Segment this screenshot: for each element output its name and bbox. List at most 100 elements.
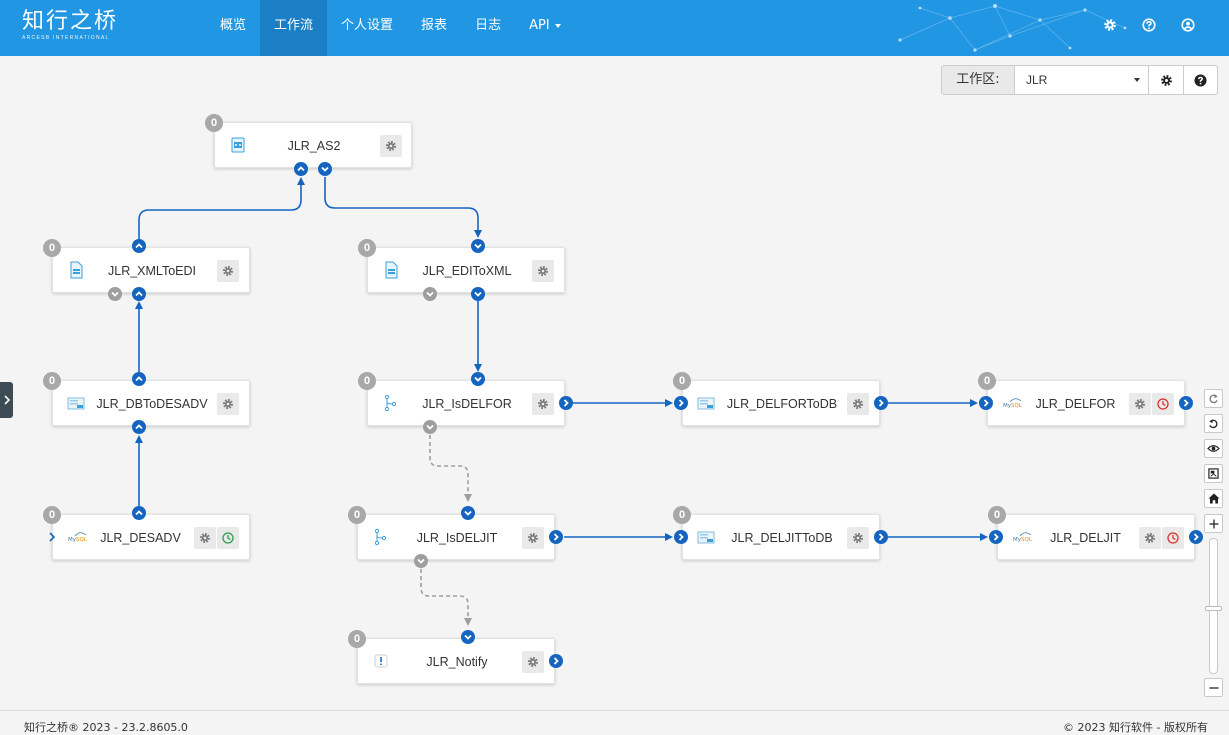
port-up-xmltoedi-out[interactable] xyxy=(132,287,146,301)
expand-panel-button[interactable] xyxy=(0,382,13,418)
preview-button[interactable] xyxy=(1204,439,1223,458)
port-right-deljit-out[interactable] xyxy=(1189,530,1203,544)
workflow-node-delfor[interactable]: My SQL JLR_DELFOR xyxy=(987,380,1185,426)
port-right-isdelfor-out[interactable] xyxy=(559,396,573,410)
node-settings-button[interactable] xyxy=(522,651,544,673)
nav-profile-settings[interactable]: 个人设置 xyxy=(341,18,394,33)
port-down-as2[interactable] xyxy=(318,162,332,176)
nav-overview[interactable]: 概览 xyxy=(220,18,247,33)
nav-reports[interactable]: 报表 xyxy=(421,18,448,33)
workflow-node-desadv[interactable]: My SQL JLR_DESADV xyxy=(52,514,250,560)
gear-icon xyxy=(223,266,233,276)
undo-button[interactable] xyxy=(1204,414,1223,433)
port-right-delfortodb-in[interactable] xyxy=(674,396,688,410)
workflow-node-isdelfor[interactable]: JLR_IsDELFOR xyxy=(367,380,565,426)
zoom-out-button[interactable] xyxy=(1204,678,1223,697)
port-right-deljittodb-in[interactable] xyxy=(674,530,688,544)
gear-icon xyxy=(200,533,210,543)
node-settings-button[interactable] xyxy=(194,527,216,549)
chevron-right-icon[interactable] xyxy=(48,531,56,543)
workflow-node-xmltoedi[interactable]: JLR_XMLToEDI xyxy=(52,247,250,293)
xml-map-icon xyxy=(697,397,715,410)
workflow-node-editoxml[interactable]: JLR_EDIToXML xyxy=(367,247,565,293)
node-settings-button[interactable] xyxy=(532,393,554,415)
gear-icon xyxy=(853,533,863,543)
workflow-node-dbtodesadv[interactable]: JLR_DBToDESADV xyxy=(52,380,250,426)
workflow-node-deljittodb[interactable]: JLR_DELJITToDB xyxy=(682,514,880,560)
node-settings-button[interactable] xyxy=(1129,393,1151,415)
port-down-editoxml-in[interactable] xyxy=(471,239,485,253)
app-logo[interactable]: 知行之桥 ARCESB INTERNATIONAL xyxy=(22,10,118,42)
home-button[interactable] xyxy=(1204,489,1223,508)
port-down-xmltoedi-error[interactable] xyxy=(108,287,122,301)
port-right-delfor-out[interactable] xyxy=(1179,396,1193,410)
zoom-slider-thumb[interactable] xyxy=(1205,606,1222,611)
footer: 知行之桥® 2023 - 23.2.8605.0 © 2023 知行软件 - 版… xyxy=(0,710,1229,735)
port-right-delfor-in[interactable] xyxy=(979,396,993,410)
node-name: JLR_IsDELFOR xyxy=(422,397,512,411)
top-navbar: 知行之桥 ARCESB INTERNATIONAL 概览 工作流 个人设置 报表… xyxy=(0,0,1229,56)
node-name: JLR_DELFOR xyxy=(1035,397,1116,411)
workflow-node-as2[interactable]: JLR_AS2 xyxy=(214,122,412,168)
port-right-deljit-in[interactable] xyxy=(989,530,1003,544)
node-badge-deljit: 0 xyxy=(988,506,1006,524)
port-up-xmltoedi-in[interactable] xyxy=(132,239,146,253)
workspace-label: 工作区: xyxy=(942,66,1015,94)
as2-icon xyxy=(231,137,245,153)
port-down-notify-in[interactable] xyxy=(461,630,475,644)
node-schedule-button[interactable] xyxy=(1152,393,1174,415)
port-up-desadv-out[interactable] xyxy=(132,506,146,520)
connector-as2-to-editoxml xyxy=(324,177,482,238)
fit-view-button[interactable] xyxy=(1204,464,1223,483)
workflow-node-notify[interactable]: JLR_Notify xyxy=(357,638,555,684)
port-right-deljittodb-out[interactable] xyxy=(874,530,888,544)
gear-icon xyxy=(223,399,233,409)
node-schedule-button[interactable] xyxy=(217,527,239,549)
node-badge-xmltoedi: 0 xyxy=(43,239,61,257)
help-icon[interactable] xyxy=(1142,18,1156,32)
gear-icon[interactable] xyxy=(1103,18,1117,32)
node-settings-button[interactable] xyxy=(380,135,402,157)
workflow-node-isdeljit[interactable]: JLR_IsDELJIT xyxy=(357,514,555,560)
port-right-notify-out[interactable] xyxy=(549,654,563,668)
mysql-icon: My SQL xyxy=(1003,398,1023,409)
port-up-dbtodesadv-in[interactable] xyxy=(132,420,146,434)
port-right-isdeljit-out[interactable] xyxy=(549,530,563,544)
port-right-delfortodb-out[interactable] xyxy=(874,396,888,410)
port-down-editoxml-out[interactable] xyxy=(471,287,485,301)
node-settings-button[interactable] xyxy=(217,260,239,282)
logo-subtext: ARCESB INTERNATIONAL xyxy=(22,35,110,41)
node-settings-button[interactable] xyxy=(522,527,544,549)
port-up-as2[interactable] xyxy=(294,162,308,176)
port-down-editoxml-error[interactable] xyxy=(423,287,437,301)
node-name: JLR_IsDELJIT xyxy=(416,531,498,545)
mysql-icon: My SQL xyxy=(1013,532,1033,543)
nav-logs[interactable]: 日志 xyxy=(475,18,502,33)
nav-workflow[interactable]: 工作流 xyxy=(260,0,328,56)
svg-text:SQL: SQL xyxy=(1021,537,1033,543)
port-down-isdeljit-else[interactable] xyxy=(414,554,428,568)
node-settings-button[interactable] xyxy=(847,393,869,415)
zoom-in-button[interactable] xyxy=(1204,514,1223,533)
redo-button[interactable] xyxy=(1204,389,1223,408)
node-badge-delfor: 0 xyxy=(978,372,996,390)
eye-icon xyxy=(1207,445,1220,452)
port-down-isdelfor-else[interactable] xyxy=(423,420,437,434)
node-settings-button[interactable] xyxy=(847,527,869,549)
user-icon[interactable] xyxy=(1181,18,1195,32)
node-schedule-button[interactable] xyxy=(1162,527,1184,549)
caret-down-icon xyxy=(1134,78,1140,82)
node-settings-button[interactable] xyxy=(217,393,239,415)
nav-api[interactable]: API xyxy=(515,0,575,56)
port-down-isdelfor-in[interactable] xyxy=(471,372,485,386)
workspace-select[interactable]: JLR xyxy=(1015,66,1149,94)
gear-icon xyxy=(538,399,548,409)
node-settings-button[interactable] xyxy=(1139,527,1161,549)
workspace-settings-button[interactable] xyxy=(1149,66,1183,94)
port-down-isdeljit-in[interactable] xyxy=(461,506,475,520)
workflow-node-deljit[interactable]: My SQL JLR_DELJIT xyxy=(997,514,1195,560)
port-up-dbtodesadv-out[interactable] xyxy=(132,372,146,386)
node-settings-button[interactable] xyxy=(532,260,554,282)
workflow-node-delfortodb[interactable]: JLR_DELFORToDB xyxy=(682,380,880,426)
workspace-help-button[interactable] xyxy=(1183,66,1217,94)
